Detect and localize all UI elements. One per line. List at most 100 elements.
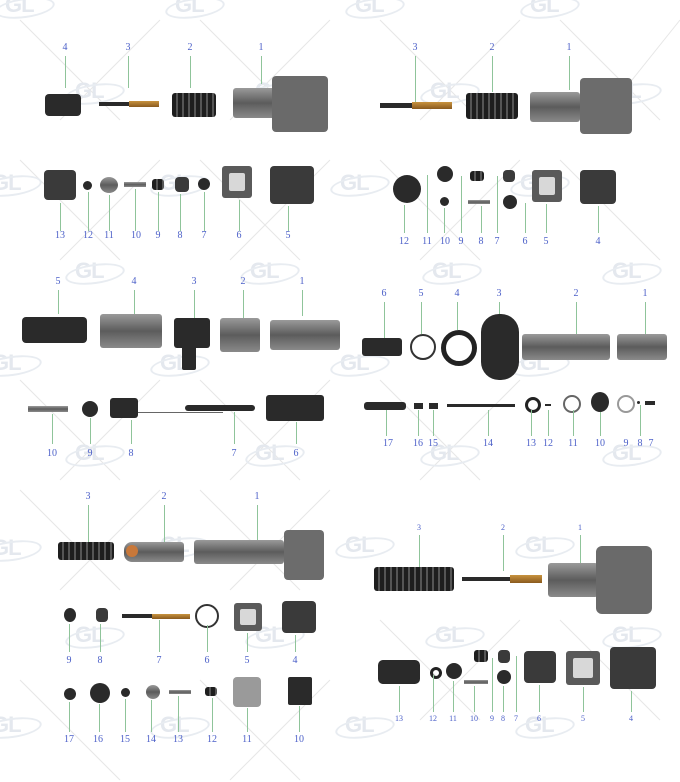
part-3-rod (380, 103, 412, 108)
part-label: 1 (642, 288, 648, 299)
part-label: 10 (294, 734, 304, 745)
part-2-tappet (124, 542, 184, 562)
part-16-seal-cap (90, 683, 110, 703)
part-label: 8 (501, 714, 505, 723)
part-label: 4 (629, 714, 633, 723)
part-label: 10 (470, 714, 478, 723)
part-label: 1 (299, 276, 305, 287)
watermark-logo: GL (175, 0, 205, 18)
part-label: 1 (578, 523, 582, 532)
watermark-logo: GL (530, 0, 560, 18)
part-label: 8 (128, 448, 134, 459)
part-label: 15 (120, 734, 130, 745)
part-label: 7 (648, 438, 654, 449)
part-label: 3 (417, 523, 421, 532)
part-label: 5 (543, 236, 549, 247)
part-label: 2 (161, 491, 167, 502)
part-label: 13 (526, 438, 536, 449)
part-label: 8 (637, 438, 643, 449)
part-label: 1 (258, 42, 264, 53)
watermark-logo: GL (0, 170, 22, 196)
part-2-injector-body (522, 334, 610, 360)
part-1-pump-head (284, 530, 324, 580)
watermark-logo: GL (75, 622, 105, 647)
part-label: 3 (191, 276, 197, 287)
part-label: 5 (55, 276, 61, 287)
part-6-lock-nut (503, 195, 517, 209)
part-label: 11 (242, 734, 252, 745)
part-label: 15 (428, 438, 438, 449)
part-12-o-ring (430, 667, 442, 679)
part-2-brass-sleeve (510, 575, 542, 583)
part-3-bracket (481, 314, 519, 380)
part-1-solenoid-head (617, 334, 667, 360)
watermark-logo: GL (525, 532, 555, 557)
part-label: 4 (454, 288, 460, 299)
part-7-pin (645, 401, 655, 405)
part-16-spacer (414, 403, 423, 409)
part-12-seal-cap (393, 175, 421, 203)
watermark-logo: GL (345, 712, 375, 737)
part-7-lock-nut (198, 178, 210, 190)
part-label: 4 (292, 655, 298, 666)
part-label: 3 (125, 42, 131, 53)
part-3-rod (99, 102, 129, 106)
part-12-washer (83, 181, 92, 190)
part-6-nozzle-nut (362, 338, 402, 356)
part-label: 11 (568, 438, 578, 449)
part-4-end-cap (45, 94, 81, 116)
part-label: 2 (489, 42, 495, 53)
part-label: 12 (83, 230, 93, 241)
part-label: 7 (201, 230, 207, 241)
part-13-o-ring (525, 397, 541, 413)
part-5-gasket-frame (234, 603, 262, 631)
watermark-logo: GL (355, 0, 385, 18)
part-label: 8 (97, 655, 103, 666)
part-3-spring (58, 542, 114, 560)
watermark-logo: GL (255, 440, 285, 465)
part-5-gasket-frame (566, 651, 600, 685)
part-label: 5 (581, 714, 585, 723)
part-label: 16 (93, 734, 103, 745)
part-3-connector (174, 318, 210, 348)
part-8-lock-nut (497, 670, 511, 684)
part-label: 12 (543, 438, 553, 449)
watermark-logo: GL (250, 258, 280, 283)
part-8-pin (468, 200, 490, 204)
part-label: 10 (595, 438, 605, 449)
part-label: 9 (87, 448, 93, 459)
part-label: 3 (496, 288, 502, 299)
part-9-ball (82, 401, 98, 417)
watermark-logo: GL (612, 258, 642, 283)
part-label: 4 (131, 276, 137, 287)
part-1-pump-housing (580, 78, 632, 134)
part-2-cylinder (220, 318, 260, 352)
part-label: 9 (155, 230, 161, 241)
part-label: 7 (514, 714, 518, 723)
part-label: 2 (240, 276, 246, 287)
part-9-small-spring (470, 171, 484, 181)
part-1-pump-housing (272, 76, 328, 132)
part-7-rod (122, 614, 152, 618)
part-13-end-cap (378, 660, 420, 684)
part-label: 11 (449, 714, 457, 723)
part-label: 3 (412, 42, 418, 53)
part-label: 6 (293, 448, 299, 459)
part-label: 13 (55, 230, 65, 241)
part-3-brass-sleeve (129, 101, 159, 107)
part-14-valve (146, 685, 160, 699)
part-label: 6 (381, 288, 387, 299)
part-1-barrel (194, 540, 284, 564)
part-label: 6 (236, 230, 242, 241)
part-17-nozzle (364, 402, 406, 410)
part-2-spring (466, 93, 518, 119)
part-label: 5 (244, 655, 250, 666)
part-15-spacer (429, 403, 438, 409)
part-8-ball (637, 401, 640, 404)
part-11-valve (446, 663, 462, 679)
part-label: 17 (383, 438, 393, 449)
part-label: 8 (478, 236, 484, 247)
part-7-armature (185, 405, 255, 411)
part-label: 10 (440, 236, 450, 247)
part-13-cover (44, 170, 76, 200)
